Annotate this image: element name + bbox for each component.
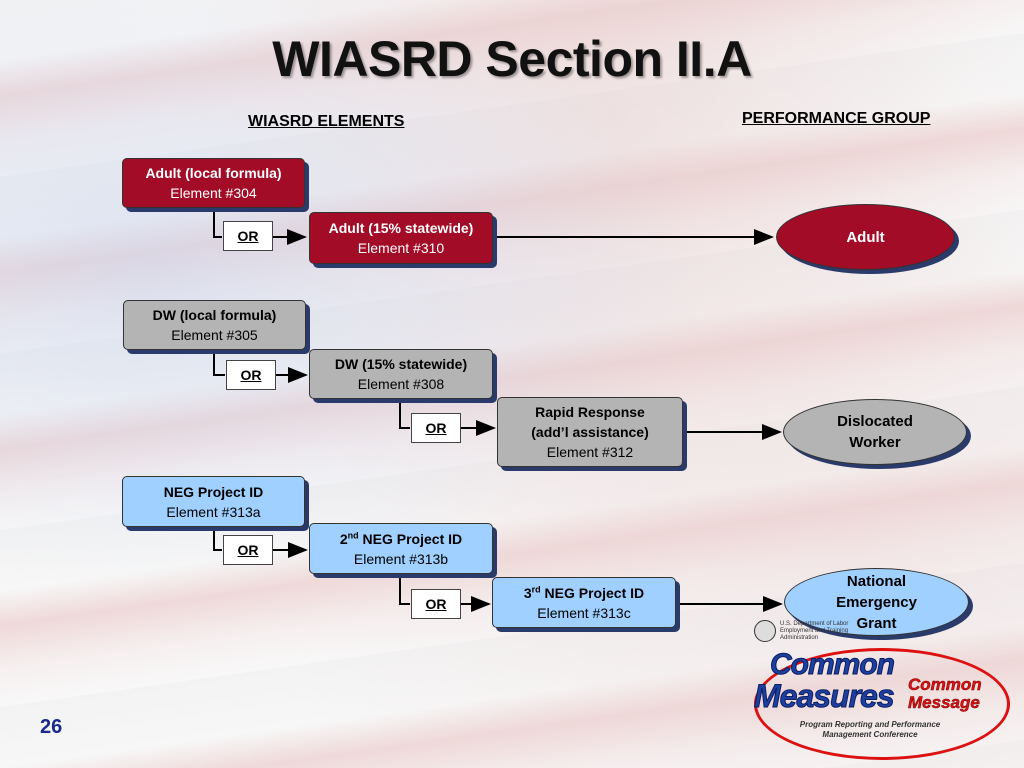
dol-agency-line2: Employment and Training bbox=[780, 627, 849, 634]
box-dw-local-formula-title: DW (local formula) bbox=[152, 307, 277, 323]
box-neg-project-id: NEG Project ID Element #313a bbox=[122, 476, 305, 527]
connector-dw-or1 bbox=[213, 352, 225, 376]
group-national-emergency-grant: National Emergency Grant bbox=[784, 568, 969, 636]
box-adult-statewide-element: Element #310 bbox=[357, 240, 445, 256]
page-number: 26 bbox=[40, 716, 63, 738]
box-rapid-response-title: Rapid Response bbox=[535, 404, 645, 420]
group-dislocated-worker: Dislocated Worker bbox=[783, 399, 967, 465]
box-dw-statewide-element: Element #308 bbox=[357, 376, 445, 392]
dol-agency-line3: Administration bbox=[780, 634, 819, 641]
ordinal-suffix: nd bbox=[347, 529, 359, 540]
box-adult-statewide: Adult (15% statewide) Element #310 bbox=[309, 212, 493, 264]
box-neg-project-id-title: NEG Project ID bbox=[163, 483, 264, 500]
box-adult-local-formula-element: Element #304 bbox=[170, 185, 257, 201]
logo-msg-line1: Common bbox=[908, 675, 982, 694]
group-neg-line3: Grant bbox=[856, 614, 897, 632]
or-label-neg-2: OR bbox=[411, 589, 461, 619]
or-label-neg-1: OR bbox=[223, 535, 273, 565]
box-neg-project-id-2nd: 2nd NEG Project ID Element #313b bbox=[309, 523, 493, 574]
box-adult-local-formula: Adult (local formula) Element #304 bbox=[122, 158, 305, 208]
logo-sub-line1: Program Reporting and Performance bbox=[799, 720, 941, 729]
box-dw-local-formula: DW (local formula) Element #305 bbox=[123, 300, 306, 350]
dol-seal-icon bbox=[754, 620, 776, 642]
column-heading-elements: WIASRD ELEMENTS bbox=[248, 113, 405, 130]
title-rest: NEG Project ID bbox=[358, 530, 463, 547]
dol-agency-line1: U.S. Department of Labor bbox=[780, 620, 849, 627]
group-neg-line2: Emergency bbox=[836, 593, 917, 611]
common-measures-logo: U.S. Department of Labor Employment and … bbox=[750, 620, 1020, 760]
column-heading-performance-group: PERFORMANCE GROUP bbox=[742, 110, 931, 127]
ordinal-suffix: rd bbox=[531, 583, 541, 594]
box-neg-project-id-2nd-element: Element #313b bbox=[353, 550, 449, 567]
ordinal-number: 3 bbox=[523, 584, 532, 601]
box-adult-statewide-title: Adult (15% statewide) bbox=[328, 220, 474, 236]
box-neg-project-id-3rd: 3rd NEG Project ID Element #313c bbox=[492, 577, 676, 628]
dol-agency-mark: U.S. Department of Labor Employment and … bbox=[754, 620, 848, 642]
group-dislocated-worker-line1: Dislocated bbox=[837, 413, 913, 430]
box-neg-project-id-3rd-element: Element #313c bbox=[537, 604, 631, 621]
box-rapid-response: Rapid Response (add’l assistance) Elemen… bbox=[497, 397, 683, 467]
group-adult-label: Adult bbox=[846, 228, 885, 246]
slide-title: WIASRD Section II.A bbox=[272, 31, 752, 87]
logo-word-measures: Measures bbox=[754, 678, 896, 714]
logo-sub-line2: Management Conference bbox=[822, 730, 918, 739]
group-dislocated-worker-line2: Worker bbox=[849, 434, 901, 451]
box-dw-statewide: DW (15% statewide) Element #308 bbox=[309, 349, 493, 399]
connector-neg-or2 bbox=[399, 576, 410, 605]
logo-subtitle: Program Reporting and Performance Manage… bbox=[790, 720, 950, 740]
connector-neg-or1 bbox=[213, 528, 222, 551]
logo-word-common: Common bbox=[770, 648, 896, 681]
or-label-adult: OR bbox=[223, 221, 273, 251]
connector-dw-or2 bbox=[399, 400, 410, 429]
box-dw-local-formula-element: Element #305 bbox=[171, 327, 258, 343]
group-adult: Adult bbox=[776, 204, 955, 270]
box-adult-local-formula-title: Adult (local formula) bbox=[145, 165, 282, 181]
box-neg-project-id-element: Element #313a bbox=[166, 503, 261, 520]
box-rapid-response-element: Element #312 bbox=[546, 444, 634, 460]
group-neg-line1: National bbox=[846, 572, 907, 590]
box-neg-project-id-3rd-title: 3rd NEG Project ID bbox=[493, 583, 675, 603]
box-neg-project-id-2nd-title: 2nd NEG Project ID bbox=[310, 529, 492, 549]
title-rest: NEG Project ID bbox=[540, 584, 645, 601]
connector-adult-or bbox=[213, 210, 222, 238]
logo-common-message: Common Message bbox=[908, 675, 982, 712]
or-label-dw-2: OR bbox=[411, 413, 461, 443]
or-label-dw-1: OR bbox=[226, 360, 276, 390]
box-dw-statewide-title: DW (15% statewide) bbox=[334, 356, 468, 372]
box-rapid-response-subtitle: (add’l assistance) bbox=[531, 424, 649, 440]
ordinal-number: 2 bbox=[339, 530, 348, 547]
logo-ring bbox=[754, 648, 1010, 760]
dol-agency-text: U.S. Department of Labor Employment and … bbox=[780, 621, 848, 642]
logo-msg-line2: Message bbox=[908, 693, 980, 712]
